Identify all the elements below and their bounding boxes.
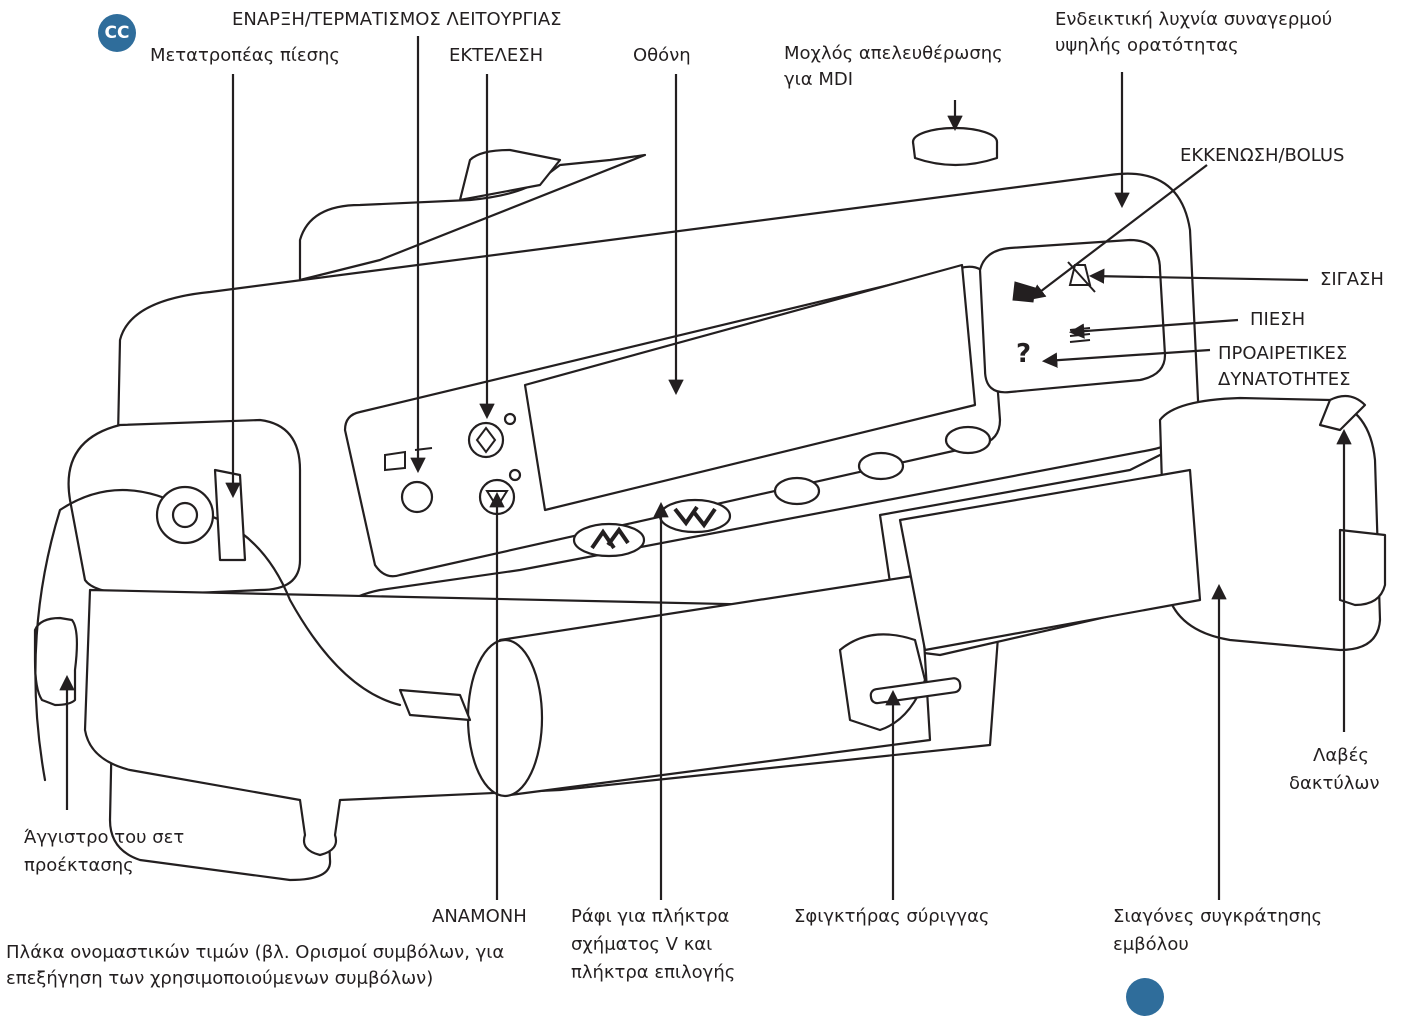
label-rating-plate-line1: Πλάκα ονομαστικών τιμών (βλ. Ορισμοί συμ…: [6, 942, 505, 963]
label-v-keys-line2: σχήματος V και: [571, 934, 713, 955]
label-run: ΕΚΤΕΛΕΣΗ: [449, 45, 544, 66]
on-off-button: [400, 480, 434, 514]
keypad-right: [978, 238, 1167, 394]
label-options-line1: ΠΡΟΑΙΡΕΤΙΚΕΣ: [1218, 343, 1348, 364]
extension-set-hook: [33, 616, 79, 707]
label-mdi-release-line2: για MDI: [784, 69, 854, 90]
run-button: [467, 421, 505, 459]
label-display: Οθόνη: [633, 45, 691, 66]
label-start-stop: ΕΝΑΡΞΗ/ΤΕΡΜΑΤΙΣΜΟΣ ΛΕΙΤΟΥΡΓΙΑΣ: [232, 9, 562, 30]
label-hook-line1: Άγγιστρο του σετ: [24, 827, 185, 848]
label-mdi-release-line1: Μοχλός απελευθέρωσης: [784, 43, 1003, 64]
select-key-3: [944, 425, 992, 455]
label-rating-plate-line2: επεξήγηση των χρησιμοποιούμενων συμβόλων…: [6, 968, 434, 989]
label-purge-bolus: ΕΚΚΕΝΩΣΗ/BOLUS: [1180, 145, 1345, 166]
help-key-glyph: ?: [1016, 339, 1031, 369]
purge-bolus-icon: [1012, 281, 1036, 303]
run-icon: [475, 426, 497, 454]
label-hook-line2: προέκτασης: [24, 855, 134, 876]
v-up-icon: [590, 526, 630, 550]
label-plunger-jaws-line1: Σιαγόνες συγκράτησης: [1113, 906, 1323, 927]
label-finger-grips-line2: δακτύλων: [1289, 773, 1380, 794]
v-down-icon: [673, 505, 717, 529]
label-silence: ΣΙΓΑΣΗ: [1320, 269, 1384, 290]
select-key-1: [773, 476, 821, 506]
cc-badge-top: CC: [98, 14, 136, 52]
cc-badge-bottom: [1126, 978, 1164, 1016]
label-standby: ΑΝΑΜΟΝΗ: [432, 906, 527, 927]
label-v-keys-line1: Ράφι για πλήκτρα: [571, 906, 730, 927]
label-plunger-jaws-line2: εμβόλου: [1113, 934, 1189, 955]
label-alarm-light-line1: Ενδεικτική λυχνία συναγερμού: [1055, 9, 1333, 30]
label-pressure: ΠΙΕΣΗ: [1250, 309, 1306, 330]
label-options-line2: ΔΥΝΑΤΟΤΗΤΕΣ: [1218, 369, 1351, 390]
display-screen: [523, 263, 977, 512]
syringe-clamp: [838, 633, 927, 732]
label-finger-grips-line1: Λαβές: [1313, 745, 1369, 766]
label-alarm-light-line2: υψηλής ορατότητας: [1055, 35, 1239, 56]
top-handle: [298, 153, 647, 282]
label-v-keys-line3: πλήκτρα επιλογής: [571, 962, 736, 983]
select-key-2: [857, 451, 905, 481]
label-pressure-transducer: Μετατροπέας πίεσης: [150, 45, 340, 66]
label-syringe-clamp: Σφιγκτήρας σύριγγας: [794, 906, 990, 927]
